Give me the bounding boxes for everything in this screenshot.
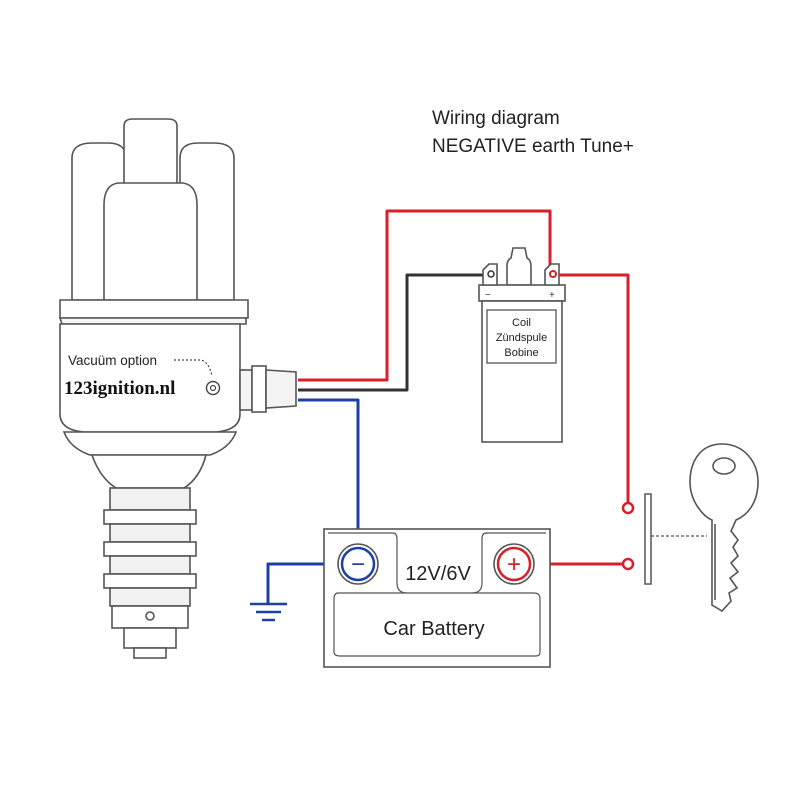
wire-red-coil-to-switch bbox=[556, 273, 630, 505]
distributor-cable-gland bbox=[239, 369, 253, 411]
wire-blue-distributor-to-battery bbox=[298, 398, 360, 545]
battery-positive-terminal: + bbox=[493, 543, 535, 585]
vacuum-leader-line bbox=[174, 359, 213, 377]
wire-black-distributor-to-coil bbox=[298, 273, 490, 392]
distributor-cap-tower-center bbox=[103, 118, 198, 301]
switch-bar bbox=[644, 493, 652, 585]
switch-contact-bottom bbox=[621, 557, 635, 571]
vacuum-option-label: Vacuüm option bbox=[68, 353, 157, 368]
battery-positive-symbol: + bbox=[507, 551, 521, 578]
battery-voltage-label: 12V/6V bbox=[405, 563, 471, 585]
ignition-switch bbox=[621, 493, 707, 585]
ground-symbol-icon bbox=[250, 602, 287, 622]
battery-negative-symbol: − bbox=[351, 551, 365, 578]
wire-red-distributor-to-coil bbox=[298, 209, 552, 382]
wire-blue-battery-to-ground bbox=[266, 562, 339, 604]
coil-label-box bbox=[486, 309, 557, 364]
vacuum-port-icon bbox=[205, 380, 221, 396]
distributor bbox=[58, 118, 297, 659]
battery-negative-terminal: − bbox=[337, 543, 379, 585]
title-line-2: NEGATIVE earth Tune+ bbox=[432, 136, 634, 157]
coil-terminal-positive-symbol: + bbox=[549, 290, 555, 301]
battery-inner-outline bbox=[328, 532, 546, 594]
switch-contact-top bbox=[621, 501, 635, 515]
ignition-key-icon bbox=[689, 443, 759, 613]
coil-ht-tower bbox=[506, 247, 532, 286]
coil-label-line-1: Coil bbox=[512, 317, 531, 329]
title-line-1: Wiring diagram bbox=[432, 108, 560, 129]
wires bbox=[266, 209, 630, 604]
distributor-cap-base bbox=[59, 299, 249, 319]
coil-terminal-negative-symbol: − bbox=[485, 290, 491, 301]
coil-label-line-2: Zündspule bbox=[496, 332, 547, 344]
battery-name-label: Car Battery bbox=[383, 618, 484, 640]
coil-label-line-3: Bobine bbox=[504, 347, 538, 359]
diagram-title: Wiring diagram NEGATIVE earth Tune+ bbox=[432, 108, 634, 157]
brand-label: 123ignition.nl bbox=[64, 378, 175, 399]
